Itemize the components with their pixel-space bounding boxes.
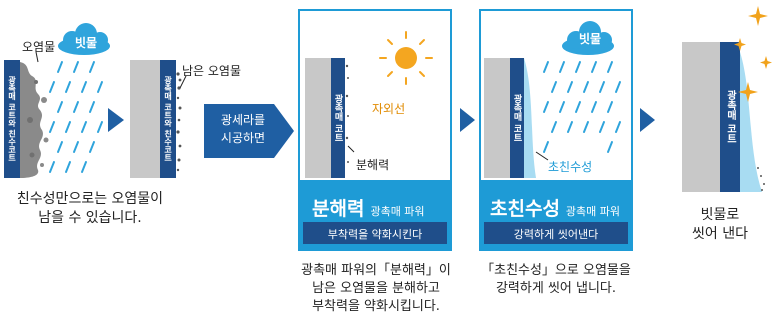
arrow-4 <box>640 108 655 132</box>
step3-title-sub: 광촉매 파워 <box>370 205 425 218</box>
step3-coat-label: 광촉매 코트 <box>332 93 343 143</box>
step4-caption-line1: 「초친수성」으로 오염물을 <box>481 263 631 278</box>
step3-caption: 광촉매 파워의「분해력」이 남은 오염물을 분해하고 부착력을 약화시킵니다. <box>284 262 468 316</box>
step3-caption-line1: 광촉매 파워의「분해력」이 <box>301 263 451 278</box>
step4-cloud-label: 빗물 <box>578 32 602 46</box>
step4-coat-label: 광촉매 코트 <box>511 93 522 143</box>
step1-coat-label: 광촉매 코트와 친수코트 <box>7 76 17 162</box>
step2-callout-line <box>179 75 187 89</box>
step4-title-sub: 광촉매 파워 <box>565 205 621 218</box>
step1-wall <box>4 60 49 178</box>
arrow-3 <box>460 108 475 132</box>
step2-coat-label: 광촉매 코트와 친수코트 <box>163 76 173 162</box>
step4-caption-line2: 강력하게 씻어 냅니다. <box>495 281 617 296</box>
step2-dirt-callout: 남은 오염물 <box>182 64 242 78</box>
step1-cloud-label: 빗물 <box>74 36 98 50</box>
step3-caption-line3: 부착력을 약화시킵니다. <box>312 299 440 314</box>
step5-caption: 빗물로 씻어 낸다 <box>680 206 760 244</box>
apply-arrow-text: 광세라를 시공하면 <box>204 111 282 147</box>
step5-coat-label: 광촉매 코트 <box>724 90 736 144</box>
step1-cloud <box>58 23 110 55</box>
step1-rain <box>49 61 103 173</box>
step5-wall <box>682 42 765 192</box>
step4-title-main: 초친수성 <box>490 198 560 220</box>
step3-uv-label: 자외선 <box>372 102 406 116</box>
step1-caption: 친수성만으로는 오염물이 남을 수 있습니다. <box>0 190 180 228</box>
apply-arrow-box <box>204 104 294 158</box>
step4-caption: 「초친수성」으로 오염물을 강력하게 씻어 냅니다. <box>470 262 642 298</box>
step2-wall <box>130 60 182 178</box>
step1-caption-line2: 남을 수 있습니다. <box>38 210 142 226</box>
step3-title-main: 분해력 <box>312 198 365 220</box>
apply-arrow-line1: 광세라를 <box>220 113 266 127</box>
step4-subtitle: 강력하게 씻어낸다 <box>513 228 599 241</box>
step5-caption-line1: 빗물로 <box>700 207 740 223</box>
step3-caption-line2: 남은 오염물을 분해하고 <box>312 281 440 296</box>
sparkle-icon <box>734 6 772 102</box>
sun-icon <box>379 31 433 85</box>
step3-decompose-label: 분해력 <box>356 158 390 172</box>
step3-panel <box>298 9 452 251</box>
step4-title: 초친수성 광촉매 파워 <box>490 194 620 221</box>
arrow-1 <box>108 108 124 132</box>
apply-arrow-line2: 시공하면 <box>220 131 266 145</box>
step5-caption-line2: 씻어 낸다 <box>692 226 748 242</box>
step1-dirt-callout: 오염물 <box>22 40 56 54</box>
step3-subtitle: 부착력을 약화시킨다 <box>327 228 423 241</box>
step4-callout-line <box>535 151 549 161</box>
step1-callout-line <box>35 51 39 63</box>
step4-hydro-label: 초친수성 <box>548 160 593 174</box>
step4-cloud <box>562 21 614 55</box>
step3-title: 분해력 광촉매 파워 <box>312 194 425 221</box>
step4-rain <box>543 61 621 153</box>
step1-caption-line1: 친수성만으로는 오염물이 <box>16 191 164 207</box>
